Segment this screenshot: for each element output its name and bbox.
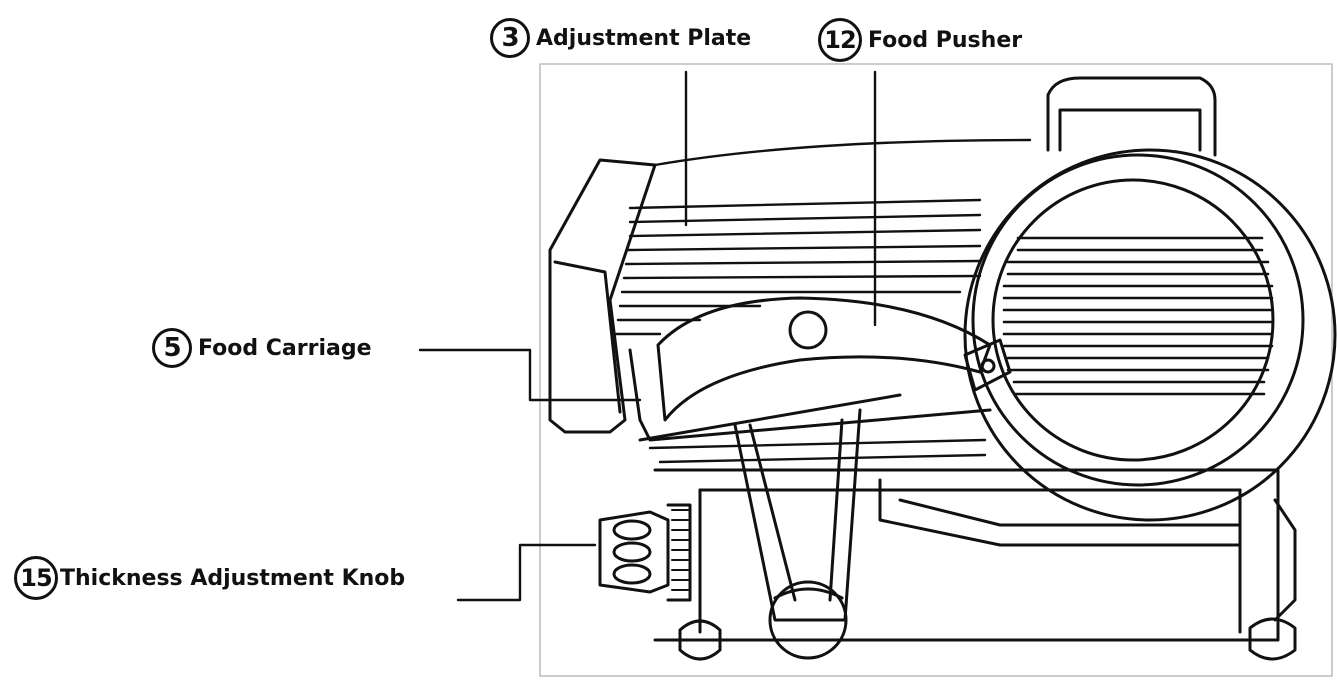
adjustment-plate	[614, 138, 1032, 464]
leader-lines	[418, 70, 877, 602]
callout-label-thickness-adjustment-knob: Thickness Adjustment Knob	[60, 565, 406, 591]
callout-number-3: 3	[490, 18, 530, 58]
leader-food-carriage	[418, 348, 642, 402]
blade-slots	[1002, 236, 1274, 396]
leader-thickness-knob	[456, 543, 597, 602]
thickness-adjustment-knob	[598, 503, 692, 602]
blade-housing	[963, 76, 1337, 522]
carriage-arm	[733, 408, 862, 622]
food-pusher	[656, 296, 1012, 422]
callout-number-15: 15	[14, 556, 58, 600]
callout-thickness-adjustment-knob: 15 Thickness Adjustment Knob	[14, 556, 405, 600]
callout-number-5: 5	[152, 328, 192, 368]
callout-adjustment-plate: 3 Adjustment Plate	[490, 18, 751, 58]
callout-label-adjustment-plate: Adjustment Plate	[536, 25, 752, 51]
callout-food-carriage: 5 Food Carriage	[152, 328, 372, 368]
callout-label-food-carriage: Food Carriage	[198, 335, 372, 361]
food-carriage	[548, 158, 992, 442]
callout-number-12: 12	[818, 18, 862, 62]
callout-food-pusher: 12 Food Pusher	[818, 18, 1022, 62]
bottom-roller	[768, 580, 848, 660]
slicer-base	[653, 468, 1297, 661]
callout-label-food-pusher: Food Pusher	[868, 27, 1023, 53]
